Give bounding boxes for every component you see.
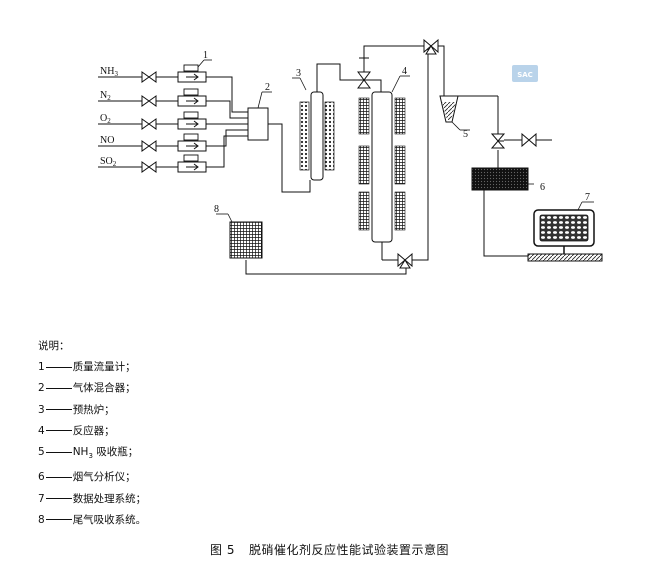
gas-supply-lines [98,76,248,168]
reactor-inlet-valve [357,57,371,89]
reactor-outlet-valve [397,252,413,269]
label-analyser-number: 6 [540,182,545,193]
legend-item-number: 6 [38,471,45,484]
legend-item-text: 烟气分析仪； [72,471,136,484]
flue-gas-analyser [471,167,529,191]
legend-dash [45,498,72,500]
mass-flowmeter [177,64,207,83]
figure-number: 图 5 [210,543,235,557]
legend-item-number: 3 [38,403,45,416]
legend-item-number: 1 [38,361,45,374]
label-computer-number: 7 [585,192,590,203]
mass-flowmeter [177,154,207,173]
legend-item-number: 5 [38,446,45,459]
tail-gas-absorber [229,221,263,259]
label-flowmeter-number: 1 [203,50,208,61]
label-reactor-number: 4 [402,66,407,77]
legend-item-text: 反应器； [72,424,115,437]
legend-item: 2 气体混合器； [38,378,146,399]
legend-item: 3 预热炉； [38,400,146,421]
legend-dash [45,451,72,453]
top-three-way-valve [423,38,439,55]
figure-caption: 图 5 脱硝催化剂反应性能试验装置示意图 [0,541,659,558]
nh3-absorption-bottle [439,95,498,123]
legend-item-text: 质量流量计； [72,361,136,374]
gas-label: SO2 [100,156,117,168]
legend-item: 8 尾气吸收系统。 [38,510,146,531]
mass-flowmeter [177,111,207,130]
legend-item-text: NH [72,446,89,459]
label-bottle-number: 5 [463,129,468,140]
legend-title: 说明： [38,340,70,352]
gas-label: N2 [100,90,111,102]
legend-item-text: 气体混合器； [72,382,136,395]
gas-mixer [247,107,269,141]
legend-dash [45,430,72,432]
sac-watermark-logo: SAC [512,65,538,82]
legend-item-text: 预热炉； [72,403,115,416]
gas-label: NH3 [100,66,118,78]
legend-dash [45,387,72,389]
legend-item-text: 尾气吸收系统。 [72,513,147,526]
legend-item-number: 7 [38,492,45,505]
label-mixer-number: 2 [265,82,270,93]
reactor [358,91,406,260]
legend-item: 6 烟气分析仪； [38,467,146,488]
gas-valve [141,118,157,130]
label-absorber-number: 8 [214,204,219,215]
watermark-text: SAC [517,71,533,79]
legend-item-number: 2 [38,382,45,395]
vent-valve [521,132,537,148]
analyser-inlet-valve [490,133,506,149]
mass-flowmeter [177,88,207,107]
gas-label: NO [100,135,114,146]
gas-valve [141,71,157,83]
label-preheater-number: 3 [296,68,301,79]
legend-dash [45,366,72,368]
legend-item: 7 数据处理系统； [38,489,146,510]
legend-item-number: 4 [38,424,45,437]
legend-dash [45,519,72,521]
mass-flowmeter [177,133,207,152]
legend-item-text: 数据处理系统； [72,492,147,505]
legend-dash [45,476,72,478]
gas-valve [141,161,157,173]
data-processing-computer [527,209,603,262]
gas-label: O2 [100,113,111,125]
legend-dash [45,409,72,411]
legend-item: 1 质量流量计； [38,357,146,378]
figure-title: 脱硝催化剂反应性能试验装置示意图 [248,543,449,557]
legend-item: 4 反应器； [38,421,146,442]
legend-item-number: 8 [38,513,45,526]
gas-valve [141,95,157,107]
gas-valve [141,140,157,152]
preheater [299,66,335,181]
